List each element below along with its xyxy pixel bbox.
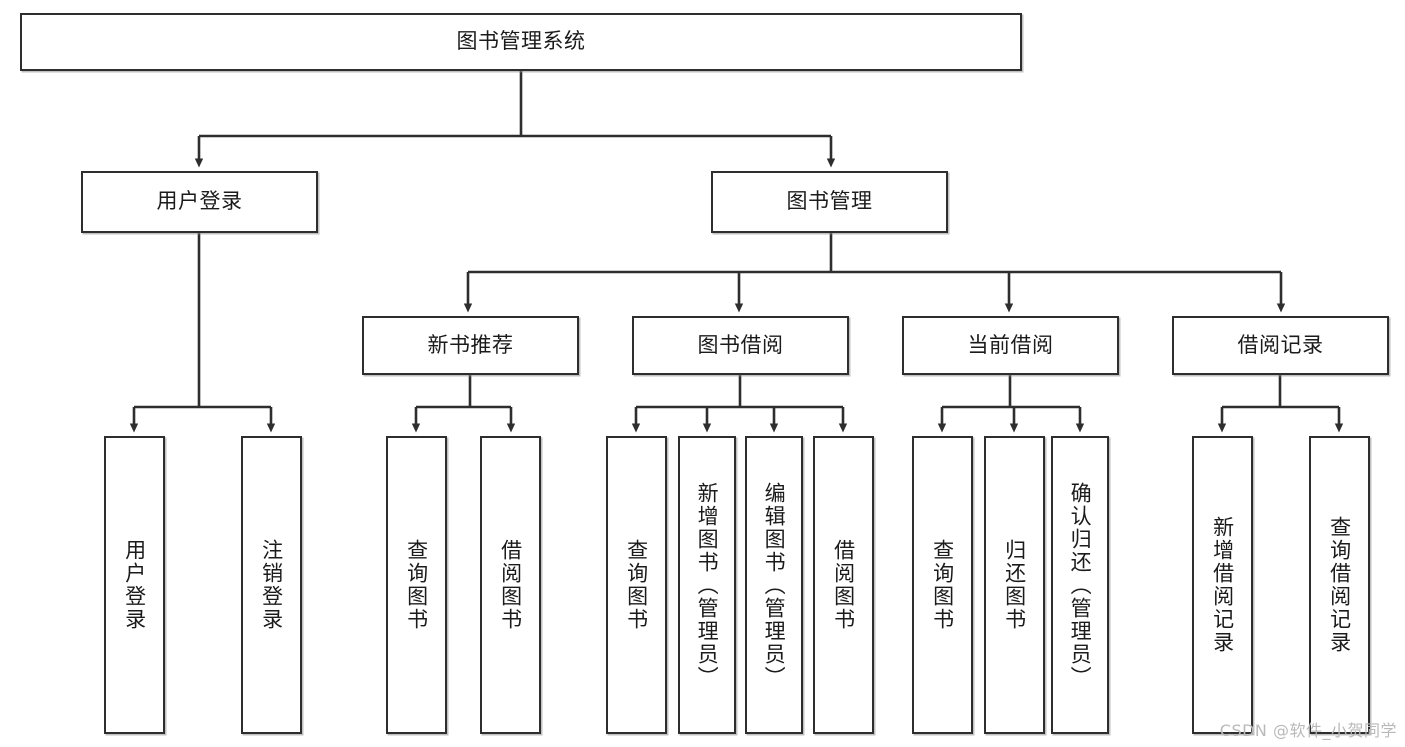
node-user-login[interactable]: 用户登录: [81, 171, 318, 233]
node-label-leaf-add-borrow-record: 新增借阅记录: [1210, 516, 1235, 654]
node-label-leaf-return-book: 归还图书: [1002, 539, 1027, 631]
node-leaf-user-login[interactable]: 用户登录: [104, 436, 165, 734]
connector-group-current-borrow: [937, 375, 1085, 433]
node-leaf-borrow-book-2[interactable]: 借阅图书: [813, 436, 874, 734]
node-label-current-borrow: 当前借阅: [967, 332, 1054, 357]
node-leaf-confirm-return-admin[interactable]: 确认归还（管理员）: [1051, 436, 1109, 734]
connector-group-new-book-recommend: [411, 375, 516, 433]
connector-group-book-manage: [463, 233, 1286, 313]
node-label-user-login: 用户登录: [156, 189, 243, 214]
node-leaf-query-borrow-record[interactable]: 查询借阅记录: [1309, 436, 1370, 734]
node-label-leaf-edit-book-admin: 编辑图书（管理员）: [762, 481, 787, 689]
connector-group-root: [194, 71, 836, 168]
node-leaf-query-book-1[interactable]: 查询图书: [386, 436, 447, 734]
node-label-book-borrow: 图书借阅: [697, 332, 784, 357]
node-label-leaf-add-book-admin: 新增图书（管理员）: [695, 481, 720, 689]
node-leaf-user-logout[interactable]: 注销登录: [241, 436, 302, 734]
node-new-book-recommend[interactable]: 新书推荐: [362, 316, 579, 375]
node-label-root: 图书管理系统: [456, 29, 586, 54]
node-label-leaf-borrow-book-2: 借阅图书: [831, 539, 856, 631]
node-label-new-book-recommend: 新书推荐: [427, 332, 514, 357]
node-leaf-query-book-3[interactable]: 查询图书: [912, 436, 973, 734]
node-root-system[interactable]: 图书管理系统: [20, 13, 1022, 71]
node-label-book-manage: 图书管理: [786, 189, 873, 214]
node-leaf-add-borrow-record[interactable]: 新增借阅记录: [1192, 436, 1253, 734]
node-leaf-edit-book-admin[interactable]: 编辑图书（管理员）: [745, 436, 803, 734]
node-book-borrow[interactable]: 图书借阅: [632, 316, 849, 375]
node-book-manage[interactable]: 图书管理: [711, 171, 948, 233]
node-label-borrow-record: 借阅记录: [1237, 332, 1324, 357]
connector-group-borrow-record: [1217, 375, 1344, 433]
connector-group-user-login: [129, 233, 276, 433]
node-leaf-return-book[interactable]: 归还图书: [984, 436, 1045, 734]
node-leaf-add-book-admin[interactable]: 新增图书（管理员）: [678, 436, 736, 734]
node-leaf-borrow-book-1[interactable]: 借阅图书: [480, 436, 541, 734]
node-current-borrow[interactable]: 当前借阅: [902, 316, 1119, 375]
node-label-leaf-query-book-2: 查询图书: [624, 539, 649, 631]
node-label-leaf-query-borrow-record: 查询借阅记录: [1327, 516, 1352, 654]
node-leaf-query-book-2[interactable]: 查询图书: [606, 436, 667, 734]
node-label-leaf-user-logout: 注销登录: [259, 539, 284, 631]
node-label-leaf-query-book-3: 查询图书: [930, 539, 955, 631]
node-label-leaf-query-book-1: 查询图书: [404, 539, 429, 631]
node-borrow-record[interactable]: 借阅记录: [1172, 316, 1389, 375]
node-label-leaf-borrow-book-1: 借阅图书: [498, 539, 523, 631]
connector-group-book-borrow: [631, 375, 848, 433]
node-label-leaf-user-login: 用户登录: [122, 539, 147, 631]
node-label-leaf-confirm-return-admin: 确认归还（管理员）: [1068, 481, 1093, 689]
